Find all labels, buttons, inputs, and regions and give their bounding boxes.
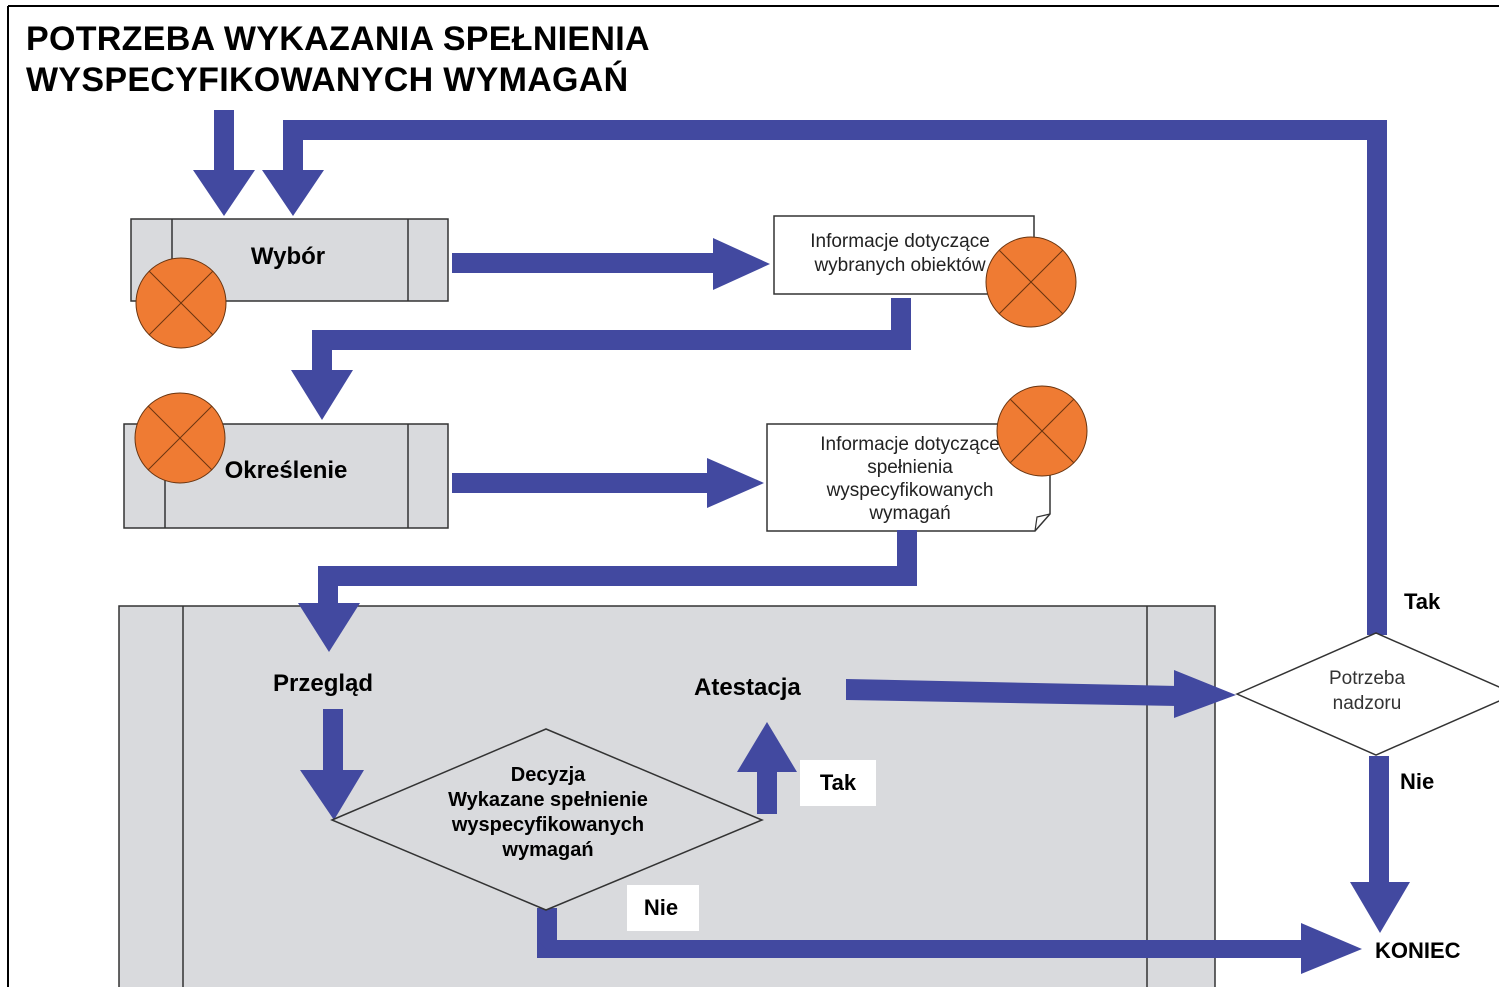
arrow-nadzor-nie-head [1350,882,1410,933]
decision-line-3: wyspecyfikowanych [451,814,644,836]
arrow-tak-up-head [737,722,797,772]
loop-right-line [1367,120,1387,635]
arrow-doc1-horizontal [312,330,911,350]
arrow-nie-horizontal [537,940,1310,958]
nie-supervision-label: Nie [1400,769,1434,794]
document-spelnienie-wymagan: Informacje dotyczące spełnienia wyspecyf… [766,423,1051,532]
marker-x-icon [135,257,227,349]
document-1-line-1: Informacje dotyczące [810,231,990,252]
arrow-doc1-head [291,370,353,420]
arrow-nadzor-nie-shaft [1369,756,1389,886]
decision-line-1: Decyzja [511,764,586,786]
document-2-line-2: spełnienia [867,457,953,478]
arrow-wybor-doc1-head [713,238,770,290]
przeglad-label: Przegląd [273,670,373,697]
document-2-line-4: wymagań [868,503,950,524]
document-1-line-2: wybranych obiektów [813,255,985,276]
document-2-line-1: Informacje dotyczące [820,434,1000,455]
arrow-okreslenie-doc2-shaft [452,473,718,493]
decision-line-2: Wykazane spełnienie [448,789,648,811]
arrow-doc1-down2 [312,330,332,372]
input-arrow-1-shaft [214,110,234,172]
decision-diamond: Decyzja Wykazane spełnienie wyspecyfikow… [330,728,764,911]
tak-supervision-label: Tak [1404,589,1441,614]
input-arrow-1-head [193,170,255,216]
atestacja-label: Atestacja [694,674,801,701]
arrow-doc2-down2 [318,566,338,606]
loop-arrow-shaft [283,130,303,172]
koniec-label: KONIEC [1375,938,1461,963]
nie-review-label: Nie [644,895,678,920]
connectors [193,110,1410,974]
marker-x-icon [996,385,1088,477]
arrow-wybor-doc1-shaft [452,253,724,273]
supervision-line-1: Potrzeba [1329,668,1405,689]
loop-top-line [283,120,1387,140]
arrow-doc2-head [298,603,360,652]
arrow-okreslenie-doc2-head [707,458,764,508]
arrow-atestacja-head [1174,670,1236,718]
marker-x-icon [985,236,1077,328]
decision-line-4: wymagań [501,839,593,861]
title-line-1: POTRZEBA WYKAZANIA SPEŁNIENIA [26,20,650,58]
arrow-nie-head [1301,923,1362,974]
supervision-diamond: Potrzeba nadzoru [1235,632,1499,756]
process-wybor-label: Wybór [251,243,325,270]
supervision-line-2: nadzoru [1333,693,1402,714]
arrow-przeglad-down [323,709,343,773]
marker-x-icon [134,392,226,484]
arrow-doc2-horizontal [318,566,917,586]
arrow-atestacja-shaft [846,679,1178,706]
arrow-nie-corner [537,940,555,958]
tag-tak-review: Tak [800,760,876,806]
tak-review-label: Tak [820,770,857,795]
tag-nie-review: Nie [627,885,699,931]
loop-arrow-head [262,170,324,216]
arrow-tak-up-shaft [757,770,777,814]
process-okreslenie-label: Określenie [225,457,348,484]
title-line-2: WYSPECYFIKOWANYCH WYMAGAŃ [26,61,629,99]
document-2-line-3: wyspecyfikowanych [826,480,994,501]
arrow-przeglad-head [300,770,364,820]
